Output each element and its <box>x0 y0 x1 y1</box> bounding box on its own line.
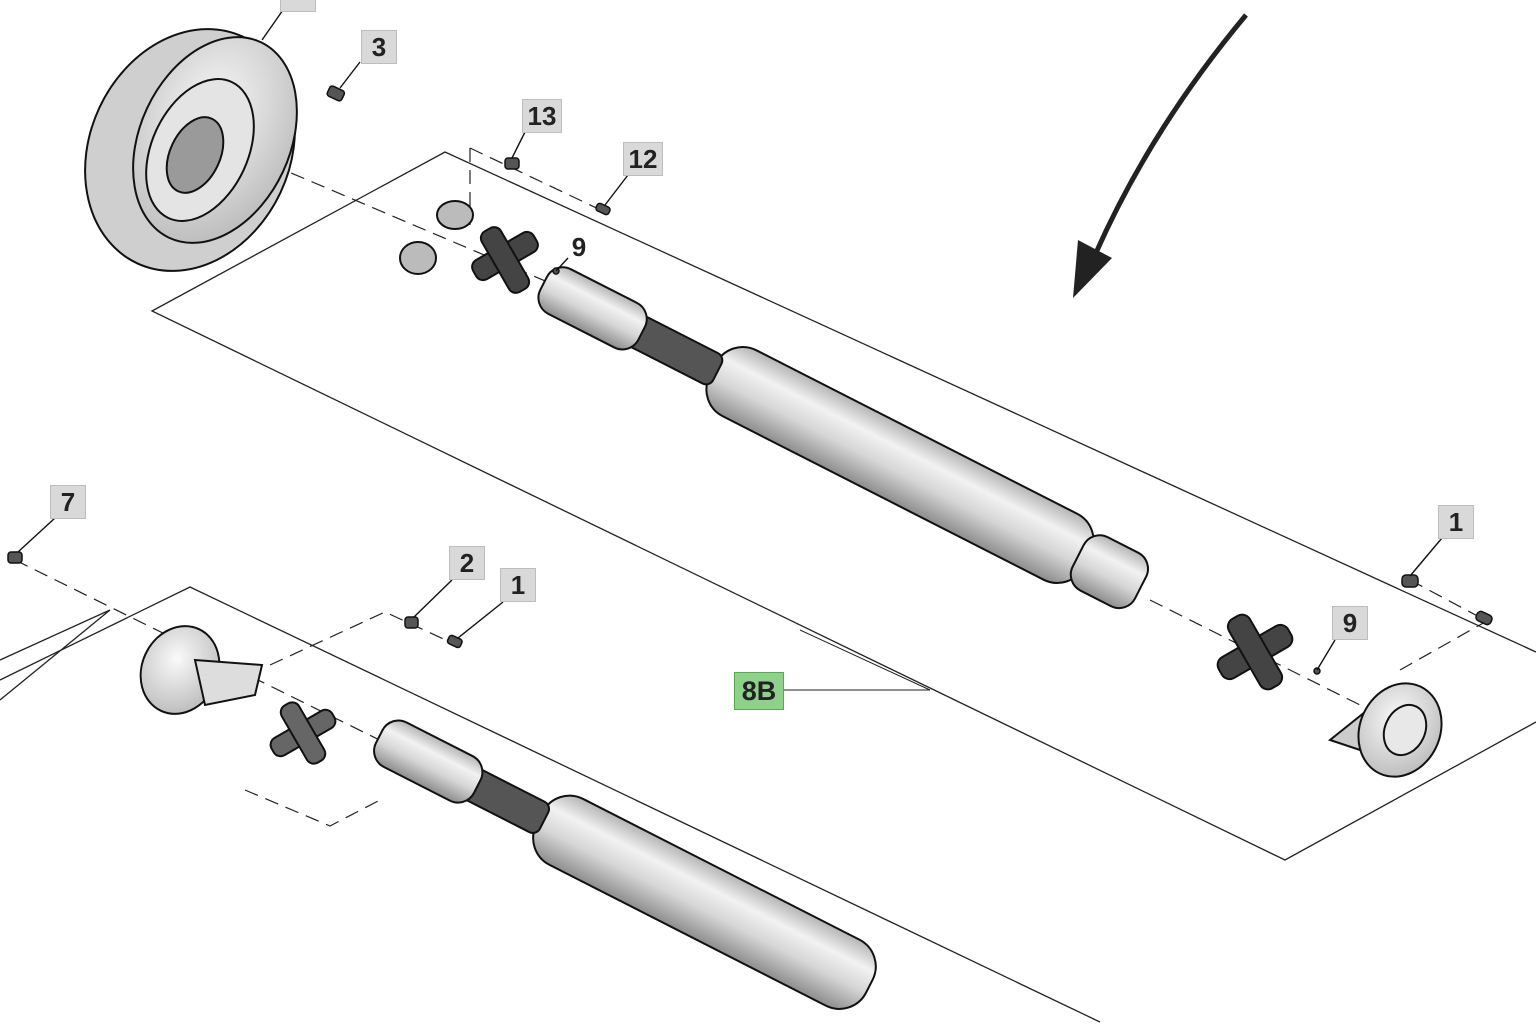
callout-7[interactable]: 7 <box>50 485 86 519</box>
leader-lines <box>17 9 1443 671</box>
flywheel-hub <box>84 28 298 272</box>
callout-9-top[interactable]: 9 <box>571 232 587 262</box>
drive-shaft-upper <box>537 266 1149 610</box>
universal-joint-top <box>471 226 539 294</box>
flange-yoke-right <box>1327 682 1443 778</box>
callout-1-left[interactable]: 1 <box>500 568 536 602</box>
callout-top-cut[interactable] <box>280 0 316 12</box>
callout-13[interactable]: 13 <box>522 99 562 133</box>
universal-joint-lower <box>269 701 337 765</box>
callout-1-right[interactable]: 1 <box>1438 505 1474 539</box>
assembly-outline-lower <box>0 586 1101 1023</box>
bearing-caps <box>399 200 474 275</box>
drive-shaft-lower <box>373 719 877 1010</box>
callout-2[interactable]: 2 <box>449 546 485 580</box>
universal-joint-right <box>1216 613 1294 691</box>
callout-9-right[interactable]: 9 <box>1332 606 1368 640</box>
assembly-leader <box>735 629 931 691</box>
direction-arrow-icon <box>1073 13 1248 298</box>
assembly-outline-upper <box>150 151 1536 861</box>
callout-3[interactable]: 3 <box>361 30 397 64</box>
callout-12[interactable]: 12 <box>623 142 663 176</box>
bolts <box>7 85 1493 675</box>
flange-yoke-left <box>139 625 264 715</box>
assembly-callout-8b[interactable]: 8B <box>734 672 784 710</box>
